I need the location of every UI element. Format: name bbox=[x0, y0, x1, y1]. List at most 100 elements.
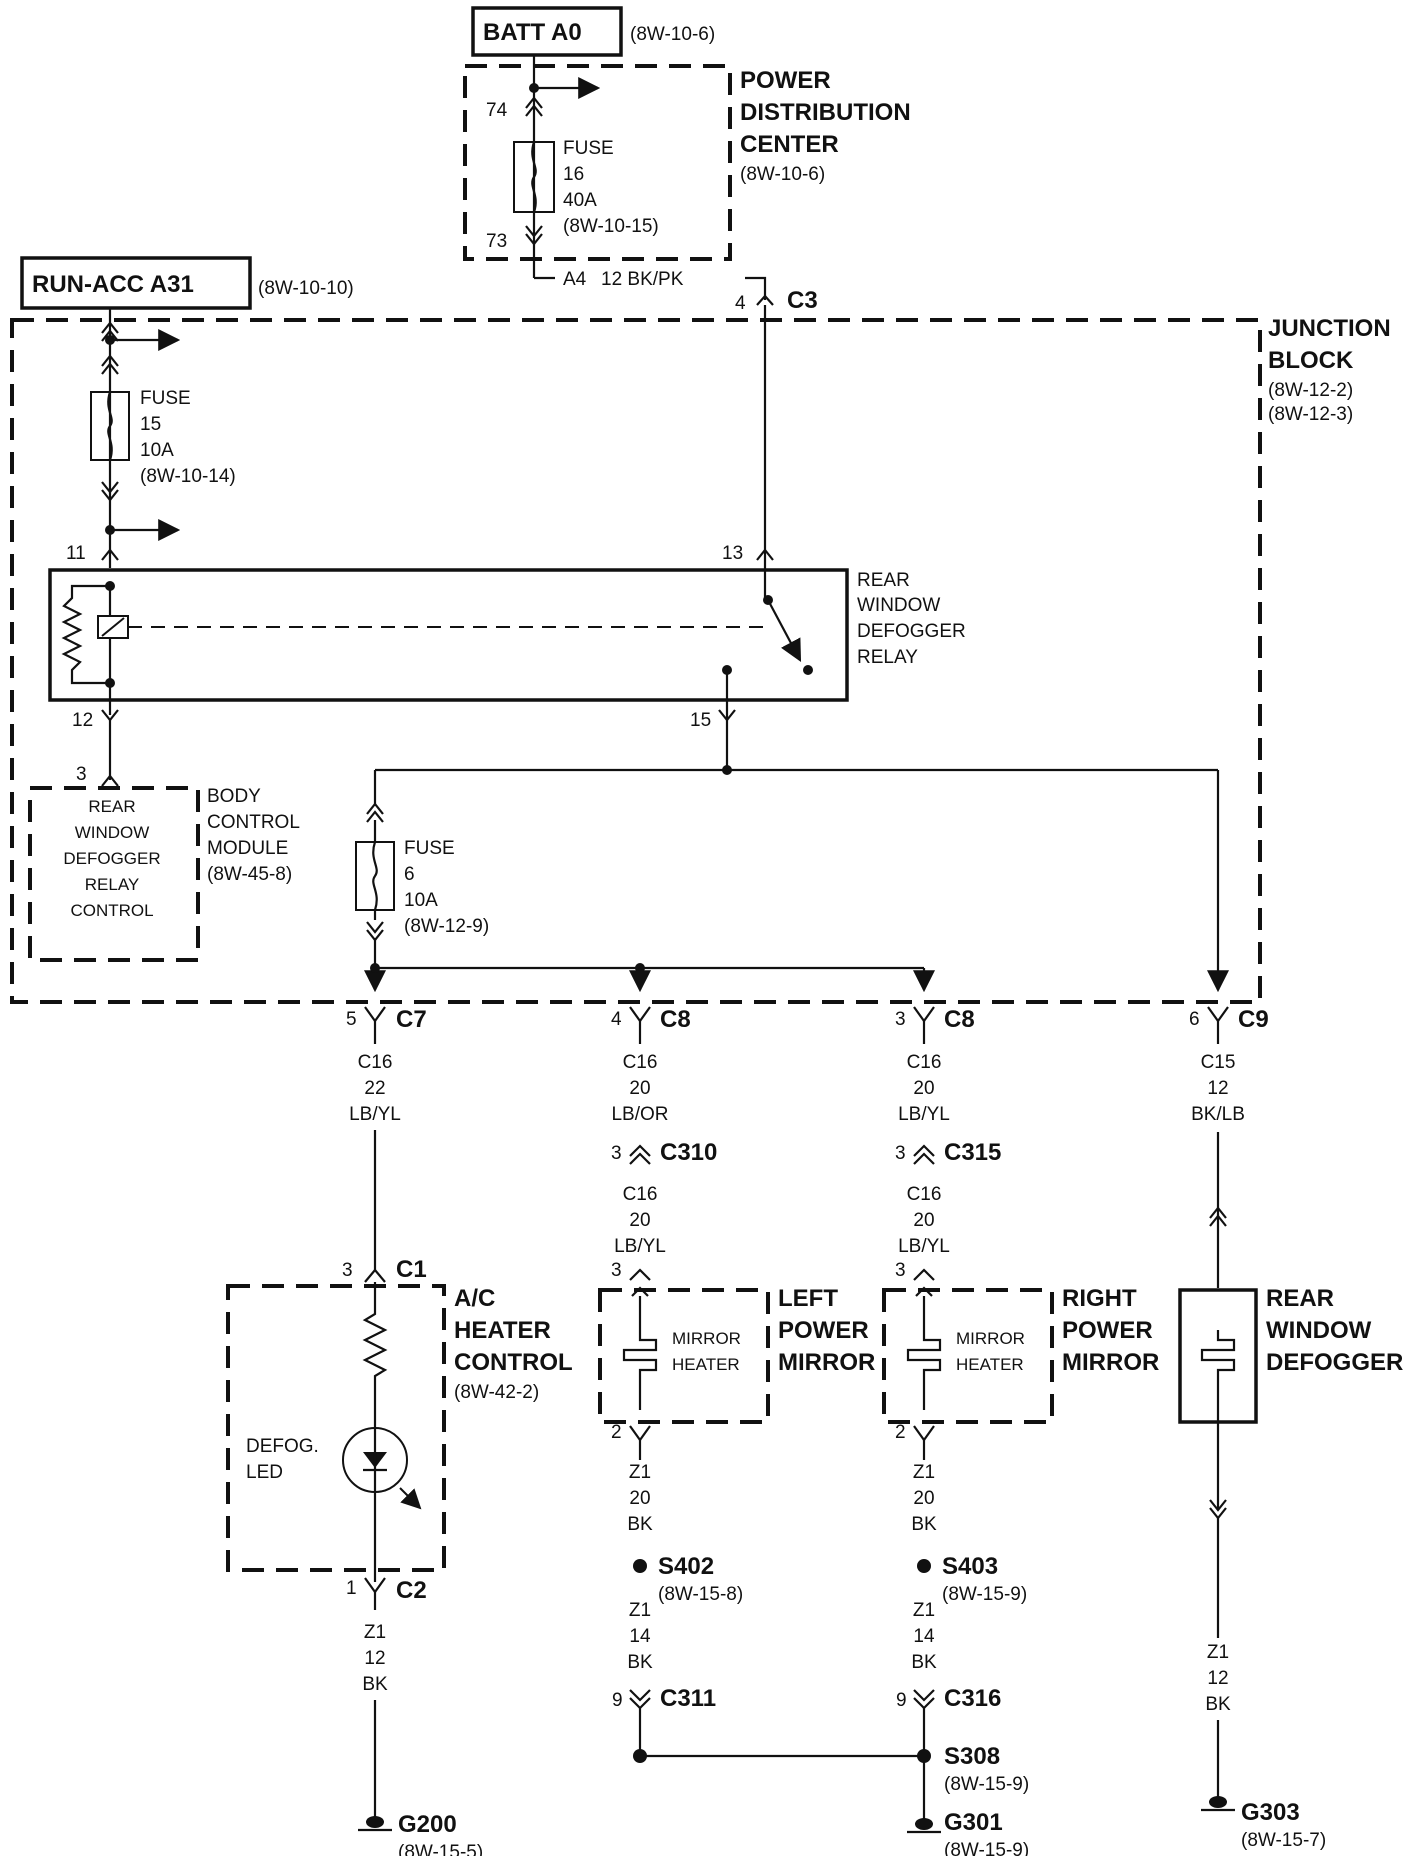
svg-text:LB/YL: LB/YL bbox=[349, 1104, 401, 1125]
svg-text:(8W-15-9): (8W-15-9) bbox=[944, 1840, 1029, 1856]
svg-text:20: 20 bbox=[629, 1488, 650, 1509]
svg-text:20: 20 bbox=[913, 1210, 934, 1231]
svg-text:RIGHT: RIGHT bbox=[1062, 1285, 1137, 1312]
svg-text:Z1: Z1 bbox=[913, 1462, 935, 1483]
svg-text:C3: C3 bbox=[787, 287, 818, 314]
svg-text:C8: C8 bbox=[944, 1006, 975, 1033]
svg-text:(8W-45-8): (8W-45-8) bbox=[207, 864, 292, 885]
ac-heater-control: 3 C1 A/C HEATER CONTROL (8W-42-2) DEFOG.… bbox=[226, 1256, 573, 1822]
svg-text:40A: 40A bbox=[563, 190, 597, 211]
svg-text:CONTROL: CONTROL bbox=[454, 1349, 573, 1376]
run-acc-a31-source: RUN-ACC A31 (8W-10-10) bbox=[20, 256, 354, 310]
svg-text:S403: S403 bbox=[942, 1553, 998, 1580]
svg-text:(8W-15-7): (8W-15-7) bbox=[1241, 1830, 1326, 1851]
svg-text:2: 2 bbox=[895, 1422, 906, 1443]
rear-window-defogger: REAR WINDOW DEFOGGER Z1 12 BK bbox=[1178, 1206, 1403, 1800]
svg-text:BK/LB: BK/LB bbox=[1191, 1104, 1245, 1125]
svg-text:3: 3 bbox=[342, 1260, 353, 1281]
svg-text:DEFOGGER: DEFOGGER bbox=[63, 849, 160, 868]
svg-text:C316: C316 bbox=[944, 1685, 1001, 1712]
svg-text:9: 9 bbox=[896, 1690, 907, 1711]
svg-text:C310: C310 bbox=[660, 1139, 717, 1166]
svg-text:S308: S308 bbox=[944, 1743, 1000, 1770]
svg-text:3: 3 bbox=[895, 1260, 906, 1281]
output-connector-c9: 6 C9 C15 12 BK/LB bbox=[1189, 1006, 1269, 1288]
svg-text:CONTROL: CONTROL bbox=[207, 812, 300, 833]
svg-text:(8W-10-15): (8W-10-15) bbox=[563, 216, 659, 237]
svg-text:WINDOW: WINDOW bbox=[857, 595, 940, 616]
svg-text:3: 3 bbox=[76, 764, 87, 785]
rear-window-defogger-relay: REAR WINDOW DEFOGGER RELAY 13 bbox=[48, 305, 966, 715]
svg-text:FUSE: FUSE bbox=[140, 388, 191, 409]
svg-text:FUSE: FUSE bbox=[404, 838, 455, 859]
svg-text:REAR: REAR bbox=[1266, 1285, 1334, 1312]
svg-text:BK: BK bbox=[1205, 1694, 1231, 1715]
svg-text:LB/OR: LB/OR bbox=[611, 1104, 668, 1125]
svg-text:C15: C15 bbox=[1201, 1052, 1236, 1073]
svg-text:12: 12 bbox=[1207, 1078, 1228, 1099]
svg-text:(8W-15-9): (8W-15-9) bbox=[944, 1774, 1029, 1795]
svg-text:10A: 10A bbox=[140, 440, 174, 461]
svg-text:9: 9 bbox=[612, 1690, 623, 1711]
svg-text:S402: S402 bbox=[658, 1553, 714, 1580]
svg-text:(8W-10-6): (8W-10-6) bbox=[740, 164, 825, 185]
svg-text:4: 4 bbox=[611, 1009, 622, 1030]
svg-text:POWER: POWER bbox=[778, 1317, 869, 1344]
svg-text:HEATER: HEATER bbox=[956, 1355, 1024, 1374]
svg-text:RELAY: RELAY bbox=[857, 647, 918, 668]
svg-text:15: 15 bbox=[140, 414, 161, 435]
svg-text:A4: A4 bbox=[563, 269, 587, 290]
svg-text:BK: BK bbox=[911, 1514, 937, 1535]
svg-text:BK: BK bbox=[362, 1674, 388, 1695]
ground-g301: G301 (8W-15-9) bbox=[907, 1809, 1029, 1856]
svg-text:3: 3 bbox=[611, 1143, 622, 1164]
svg-text:5: 5 bbox=[346, 1009, 357, 1030]
svg-text:LB/YL: LB/YL bbox=[898, 1104, 950, 1125]
fuse-6-branch: FUSE 6 10A (8W-12-9) bbox=[355, 802, 935, 993]
svg-text:MIRROR: MIRROR bbox=[956, 1329, 1025, 1348]
batt-a0-source: BATT A0 (8W-10-6) bbox=[471, 6, 715, 57]
svg-text:6: 6 bbox=[404, 864, 415, 885]
svg-text:DEFOG.: DEFOG. bbox=[246, 1436, 319, 1457]
svg-text:C315: C315 bbox=[944, 1139, 1001, 1166]
svg-text:15: 15 bbox=[690, 710, 711, 731]
svg-text:Z1: Z1 bbox=[1207, 1642, 1229, 1663]
output-connector-c7: 5 C7 C16 22 LB/YL bbox=[346, 1006, 427, 1270]
svg-text:DEFOGGER: DEFOGGER bbox=[1266, 1349, 1403, 1376]
ground-g303: G303 (8W-15-7) bbox=[1201, 1796, 1326, 1851]
connector-c310: 3 C310 C16 20 LB/YL bbox=[611, 1139, 717, 1257]
svg-text:73: 73 bbox=[486, 231, 507, 252]
svg-text:BATT A0: BATT A0 bbox=[483, 19, 582, 46]
svg-text:Z1: Z1 bbox=[629, 1600, 651, 1621]
svg-text:RELAY: RELAY bbox=[85, 875, 140, 894]
svg-text:(8W-12-2): (8W-12-2) bbox=[1268, 380, 1353, 401]
svg-text:C8: C8 bbox=[660, 1006, 691, 1033]
svg-text:(8W-12-3): (8W-12-3) bbox=[1268, 404, 1353, 425]
svg-text:MIRROR: MIRROR bbox=[778, 1349, 875, 1376]
svg-text:JUNCTION: JUNCTION bbox=[1268, 315, 1391, 342]
svg-text:3: 3 bbox=[895, 1143, 906, 1164]
svg-text:12: 12 bbox=[364, 1648, 385, 1669]
svg-text:REAR: REAR bbox=[88, 797, 135, 816]
svg-text:C16: C16 bbox=[358, 1052, 393, 1073]
body-control-module: 3 REAR WINDOW DEFOGGER RELAY CONTROL BOD… bbox=[28, 764, 300, 962]
svg-text:HEATER: HEATER bbox=[454, 1317, 551, 1344]
svg-text:(8W-15-5): (8W-15-5) bbox=[398, 1842, 483, 1856]
svg-text:MIRROR: MIRROR bbox=[1062, 1349, 1159, 1376]
svg-text:C9: C9 bbox=[1238, 1006, 1269, 1033]
svg-text:C2: C2 bbox=[396, 1577, 427, 1604]
svg-text:LB/YL: LB/YL bbox=[614, 1236, 666, 1257]
relay-output-pins: 12 15 bbox=[72, 700, 1229, 993]
left-power-mirror: 3 LEFT POWER MIRROR MIRROR HEATER 2 Z1 2… bbox=[598, 1260, 924, 1763]
svg-text:14: 14 bbox=[913, 1626, 935, 1647]
svg-text:A/C: A/C bbox=[454, 1285, 495, 1312]
svg-text:C311: C311 bbox=[660, 1685, 716, 1712]
power-distribution-center: POWER DISTRIBUTION CENTER (8W-10-6) 74 F… bbox=[463, 55, 911, 300]
svg-text:POWER: POWER bbox=[1062, 1317, 1153, 1344]
output-connector-c8-pin3: 3 C8 C16 20 LB/YL bbox=[895, 1006, 975, 1125]
svg-text:C16: C16 bbox=[623, 1184, 658, 1205]
svg-text:10A: 10A bbox=[404, 890, 438, 911]
svg-text:22: 22 bbox=[364, 1078, 385, 1099]
svg-text:CENTER: CENTER bbox=[740, 131, 839, 158]
